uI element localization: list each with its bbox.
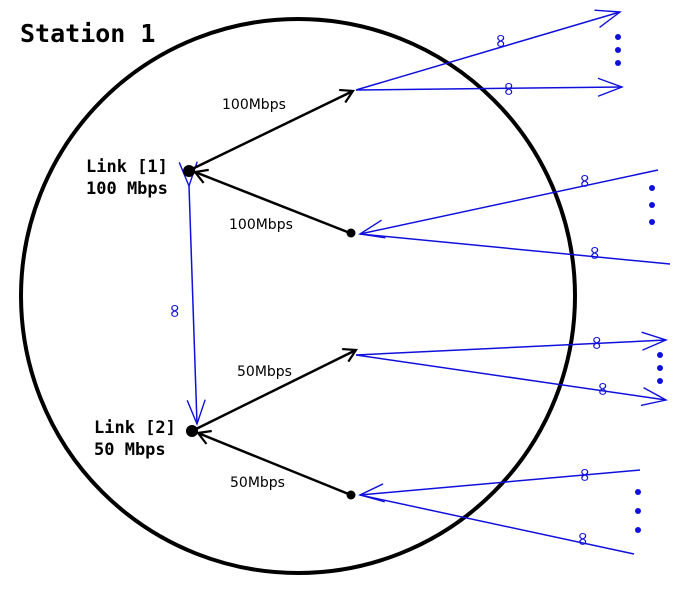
infinity-label: ∞ xyxy=(572,531,594,547)
ellipsis-dot xyxy=(615,60,621,66)
edge-label-l2-out: 50Mbps xyxy=(237,364,292,380)
external-arrow-out-3a xyxy=(355,331,668,356)
external-arrow-out-3b xyxy=(355,354,668,407)
station-boundary xyxy=(19,17,577,575)
link2-rate: 50 Mbps xyxy=(94,440,166,460)
ellipsis-dot xyxy=(657,352,663,358)
edge-label-l1-out: 100Mbps xyxy=(222,97,286,113)
ellipsis-dot xyxy=(649,219,655,225)
link2-in-edge xyxy=(195,429,352,497)
ellipsis-dot xyxy=(657,378,663,384)
external-arrow-out-1b xyxy=(355,77,624,97)
external-line-in-2b xyxy=(359,233,671,265)
link1-rate: 100 Mbps xyxy=(86,179,168,199)
external-arrow-in-4a xyxy=(358,469,641,503)
infinity-label: ∞ xyxy=(592,381,614,397)
link2-out-edge xyxy=(191,347,358,433)
infinity-label: ∞ xyxy=(164,303,186,319)
infinity-label: ∞ xyxy=(586,335,608,351)
external-line-in-4b xyxy=(359,494,635,555)
infinity-label: ∞ xyxy=(498,81,520,97)
infinity-label: ∞ xyxy=(574,467,596,483)
external-arrow-in-2a xyxy=(358,169,659,239)
link1-out-edge xyxy=(189,88,355,172)
inter-link-arrow xyxy=(178,161,206,426)
external-arrow-out-1a xyxy=(355,9,622,91)
infinity-label: ∞ xyxy=(574,173,596,189)
infinity-label: ∞ xyxy=(490,33,512,49)
link2-name: Link [2] xyxy=(94,418,176,438)
ellipsis-dot xyxy=(635,489,641,495)
ellipsis-dot xyxy=(615,34,621,40)
endpoint-node xyxy=(346,228,356,238)
ellipsis-dot xyxy=(657,365,663,371)
ellipsis-dot xyxy=(615,47,621,53)
link1-node xyxy=(183,165,195,177)
link2-node xyxy=(186,425,198,437)
link1-name: Link [1] xyxy=(86,157,168,177)
infinity-label: ∞ xyxy=(584,245,606,261)
edge-label-l2-in: 50Mbps xyxy=(230,475,285,491)
edge-label-l1-in: 100Mbps xyxy=(229,217,293,233)
endpoint-node xyxy=(346,490,356,500)
ellipsis-dot xyxy=(635,508,641,514)
link1-in-edge xyxy=(192,168,351,235)
station-title: Station 1 xyxy=(20,19,155,48)
ellipsis-dot xyxy=(635,527,641,533)
ellipsis-dot xyxy=(649,202,655,208)
ellipsis-dot xyxy=(649,185,655,191)
